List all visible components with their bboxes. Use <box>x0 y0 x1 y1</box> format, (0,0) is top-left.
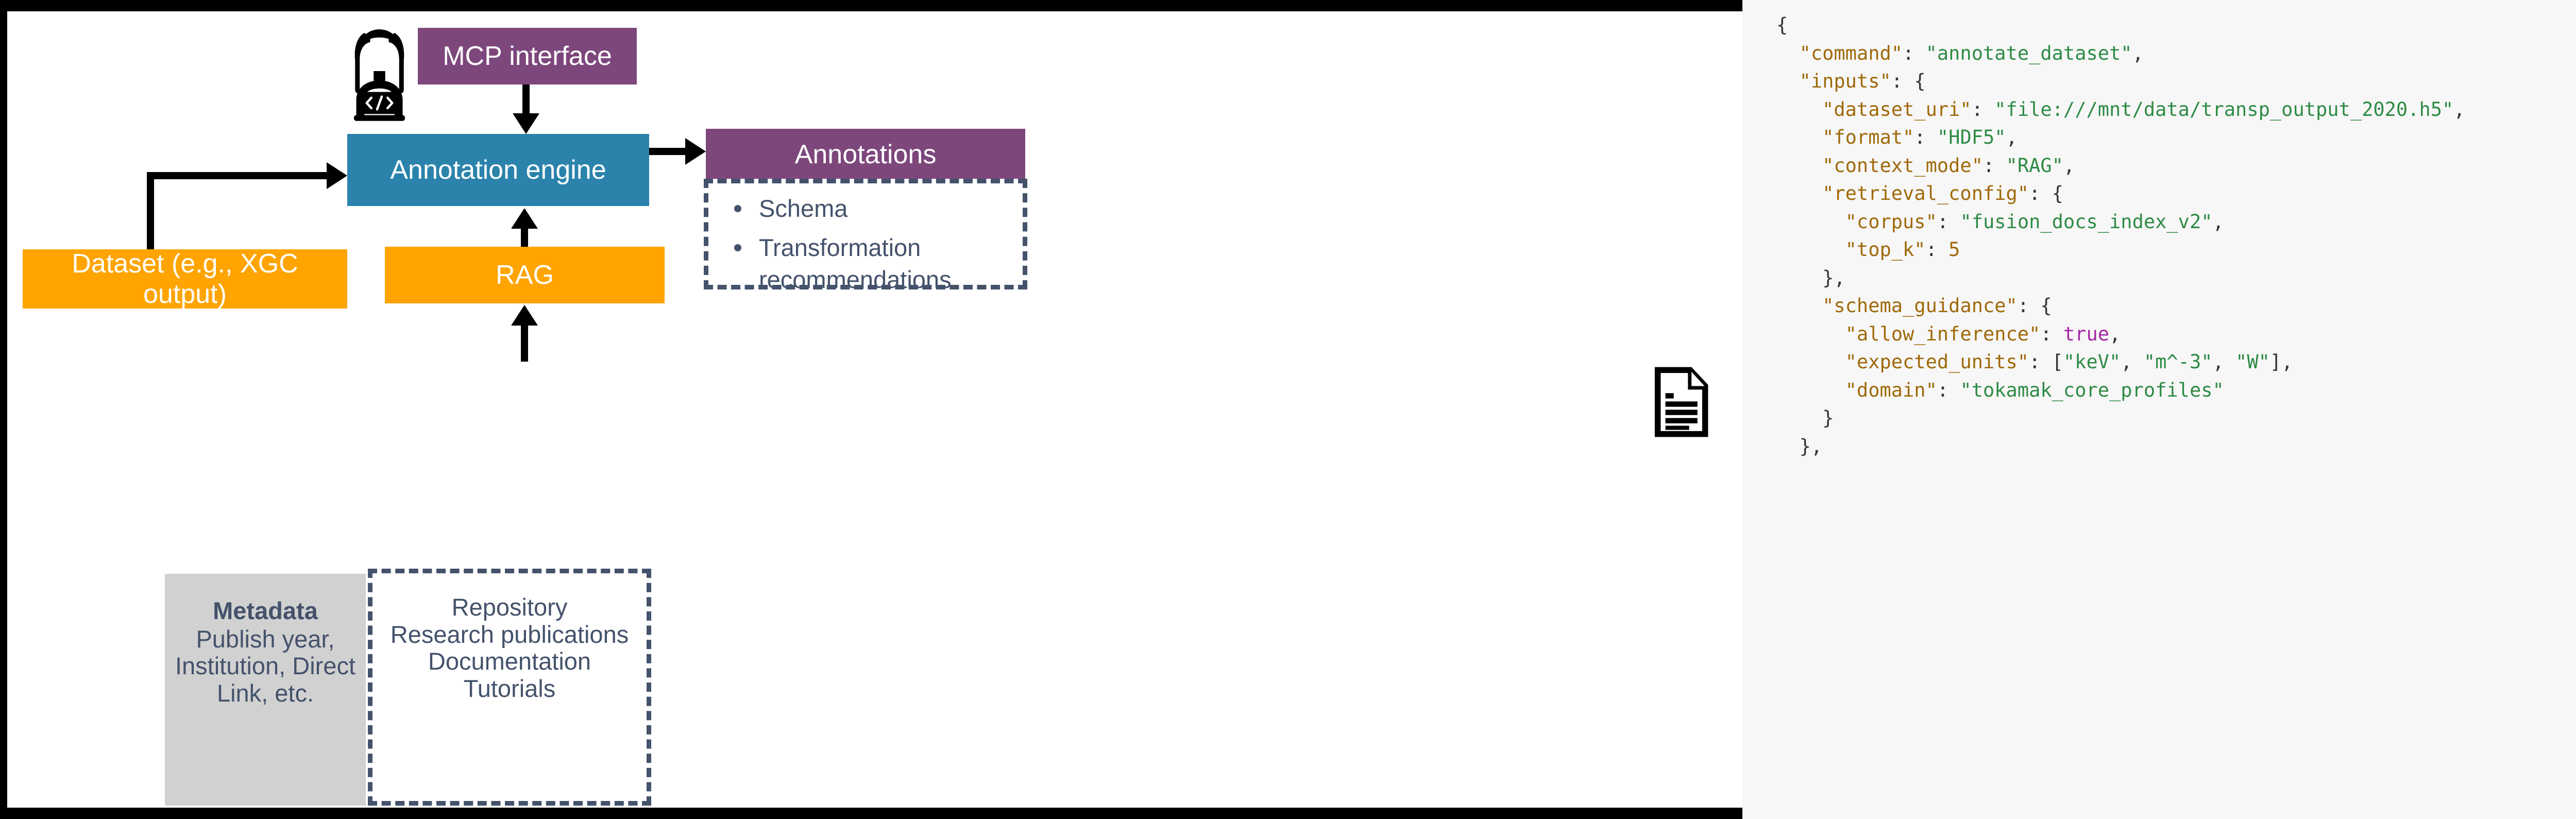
json-payload-panel: { "command": "annotate_dataset", "inputs… <box>1742 0 2576 819</box>
json-token-str: "W" <box>2235 351 2270 373</box>
json-token-str: "HDF5" <box>1937 126 2006 148</box>
diagram-canvas: MCP interface Annotation engine Dataset … <box>7 11 1742 808</box>
json-token-key: "corpus" <box>1845 210 1937 233</box>
json-token-punc: : <box>1925 238 1949 261</box>
rag-label: RAG <box>496 260 554 290</box>
json-token-punc: , <box>2063 154 2075 177</box>
metadata-box: Metadata Publish year, Institution, Dire… <box>165 574 366 806</box>
list-item: Schema <box>730 193 936 225</box>
json-token-key: "inputs" <box>1799 70 1891 92</box>
json-token-punc: : <box>1937 379 1960 401</box>
json-token-punc: , <box>2006 126 2018 148</box>
metadata-line: Publish year, <box>196 625 335 653</box>
json-token-punc: , <box>2132 42 2144 64</box>
mcp-interface-box[interactable]: MCP interface <box>418 28 637 84</box>
annotations-body-box: Schema Transformation recommendations <box>704 179 1708 437</box>
json-token-punc: , <box>2109 322 2121 345</box>
json-token-key: "expected_units" <box>1845 351 2029 373</box>
json-token-str: "file:///mnt/data/transp_output_2020.h5" <box>1994 98 2454 121</box>
json-token-punc: ], <box>2269 351 2293 373</box>
json-token-key: "retrieval_config" <box>1822 182 2029 204</box>
json-token-punc: }, <box>1799 435 1823 457</box>
dataset-label: Dataset (e.g., XGC output) <box>72 249 298 309</box>
json-token-punc: , <box>2212 210 2224 233</box>
annotation-engine-label: Annotation engine <box>390 155 606 185</box>
arrow-engine-to-annotations-head <box>685 138 706 165</box>
repository-box: Repository Research publications Documen… <box>368 569 651 806</box>
repository-line: Research publications <box>390 620 629 648</box>
json-token-key: "dataset_uri" <box>1822 98 1972 121</box>
json-token-num: 5 <box>1948 238 1960 261</box>
json-token-punc: , <box>2121 351 2144 373</box>
json-token-punc: : { <box>2029 182 2063 204</box>
json-token-punc: : <box>1971 98 1995 121</box>
json-token-key: "schema_guidance" <box>1822 295 2018 317</box>
json-token-bool: true <box>2063 322 2110 345</box>
json-code-block: { "command": "annotate_dataset", "inputs… <box>1742 11 2576 460</box>
annotations-header-box[interactable]: Annotations <box>706 129 1025 180</box>
json-token-punc: : <box>1914 126 1937 148</box>
architecture-diagram-panel: MCP interface Annotation engine Dataset … <box>0 0 1742 819</box>
json-token-key: "format" <box>1822 126 1914 148</box>
metadata-line: Link, etc. <box>216 679 314 707</box>
arrow-engine-to-annotations-shaft <box>649 148 690 155</box>
rag-box[interactable]: RAG <box>385 247 665 303</box>
json-token-str: "fusion_docs_index_v2" <box>1960 210 2213 233</box>
json-token-punc: : <box>1903 42 1926 64</box>
json-token-key: "context_mode" <box>1822 154 1983 177</box>
annotations-header-label: Annotations <box>794 139 937 169</box>
json-token-punc: }, <box>1822 266 1845 289</box>
arrow-dataset-to-engine-head <box>327 162 347 189</box>
metadata-title: Metadata <box>213 597 318 624</box>
json-token-punc: : <box>1982 154 2006 177</box>
json-token-punc: : { <box>2017 295 2052 317</box>
arrow-mcp-to-engine-head <box>513 113 539 134</box>
json-token-punc: , <box>2453 98 2465 121</box>
arrow-dataset-to-engine-vertical <box>147 172 154 250</box>
arrow-repository-to-rag-shaft <box>521 320 528 362</box>
list-item: Transformation recommendations <box>730 232 952 296</box>
arrow-rag-to-engine-head <box>511 208 538 229</box>
mcp-interface-label: MCP interface <box>443 41 612 71</box>
json-token-str: "m^-3" <box>2143 351 2213 373</box>
repository-line: Documentation <box>428 647 591 675</box>
metadata-line: Institution, Direct <box>175 652 356 680</box>
annotations-list: Schema Transformation recommendations <box>708 193 952 296</box>
dataset-box[interactable]: Dataset (e.g., XGC output) <box>23 249 347 309</box>
json-token-punc: : { <box>1891 70 1926 92</box>
json-token-punc: , <box>2212 351 2236 373</box>
arrow-repository-to-rag-head <box>511 305 538 326</box>
json-token-punc: : [ <box>2029 351 2063 373</box>
json-token-key: "top_k" <box>1845 238 1926 261</box>
json-token-str: "keV" <box>2063 351 2121 373</box>
arrow-dataset-to-engine-horizontal <box>147 172 337 179</box>
json-token-str: "RAG" <box>2006 154 2063 177</box>
repository-line: Tutorials <box>463 674 556 702</box>
document-icon <box>1651 365 1710 439</box>
json-token-str: "tokamak_core_profiles" <box>1960 379 2224 401</box>
json-token-key: "command" <box>1799 42 1903 64</box>
annotation-engine-box[interactable]: Annotation engine <box>347 134 649 206</box>
arrow-rag-to-engine-shaft <box>521 223 528 247</box>
json-token-key: "allow_inference" <box>1845 322 2041 345</box>
json-token-punc: } <box>1822 407 1834 429</box>
developer-at-laptop-icon <box>345 29 414 122</box>
json-token-key: "domain" <box>1845 379 1937 401</box>
json-token-str: "annotate_dataset" <box>1925 42 2132 64</box>
json-token-punc: { <box>1776 14 1788 36</box>
repository-line: Repository <box>451 593 568 621</box>
json-token-punc: : <box>1937 210 1960 233</box>
json-token-punc: : <box>2040 322 2063 345</box>
